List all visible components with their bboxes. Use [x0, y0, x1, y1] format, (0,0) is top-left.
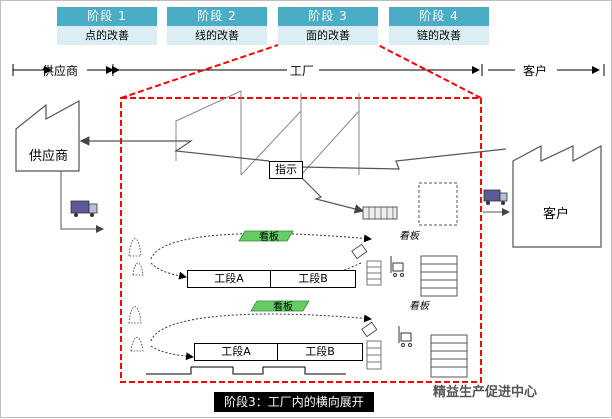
kanban-label-1: 看板 — [259, 228, 279, 243]
process-a-2: 工段A — [194, 343, 278, 361]
inventory-stack-1 — [421, 256, 457, 296]
customer-factory-shape — [513, 146, 601, 247]
process-b-2: 工段B — [277, 343, 363, 361]
pallet-icon-2 — [362, 322, 377, 336]
inventory-stack-2 — [431, 335, 467, 377]
span-label-supplier: 供应商 — [42, 62, 78, 79]
cart-icon-2 — [399, 326, 412, 347]
stack-small-1 — [367, 261, 381, 285]
process-a-1: 工段A — [187, 270, 271, 288]
cart-icon-1 — [391, 256, 404, 277]
kanban-label-3: 看板 — [273, 298, 293, 313]
kanban-label-4: 看板 — [409, 297, 429, 312]
finished-goods-area — [419, 183, 457, 225]
supplier-truck-icon — [71, 201, 97, 217]
wip-queue-2 — [129, 307, 143, 352]
watermark: 精益生产促进中心 — [433, 381, 537, 400]
supplier-label: 供应商 — [29, 145, 68, 164]
line-timing-graph — [146, 367, 346, 374]
shipping-board — [363, 207, 397, 219]
customer-label: 客户 — [543, 203, 569, 222]
span-label-customer: 客户 — [523, 62, 547, 79]
figure-caption: 阶段3：工厂内的横向展开 — [214, 392, 374, 412]
kanban-label-2: 看板 — [399, 227, 419, 242]
process-b-1: 工段B — [270, 270, 356, 288]
span-label-factory: 工厂 — [290, 62, 314, 79]
factory-roof — [176, 91, 359, 175]
instruction-box: 指示 — [269, 161, 303, 179]
supplier-flow-arrow — [61, 171, 103, 229]
pallet-icon-1 — [352, 244, 367, 258]
customer-truck-icon — [484, 190, 507, 205]
wip-queue-1 — [129, 239, 143, 275]
stack-small-2 — [367, 341, 381, 369]
